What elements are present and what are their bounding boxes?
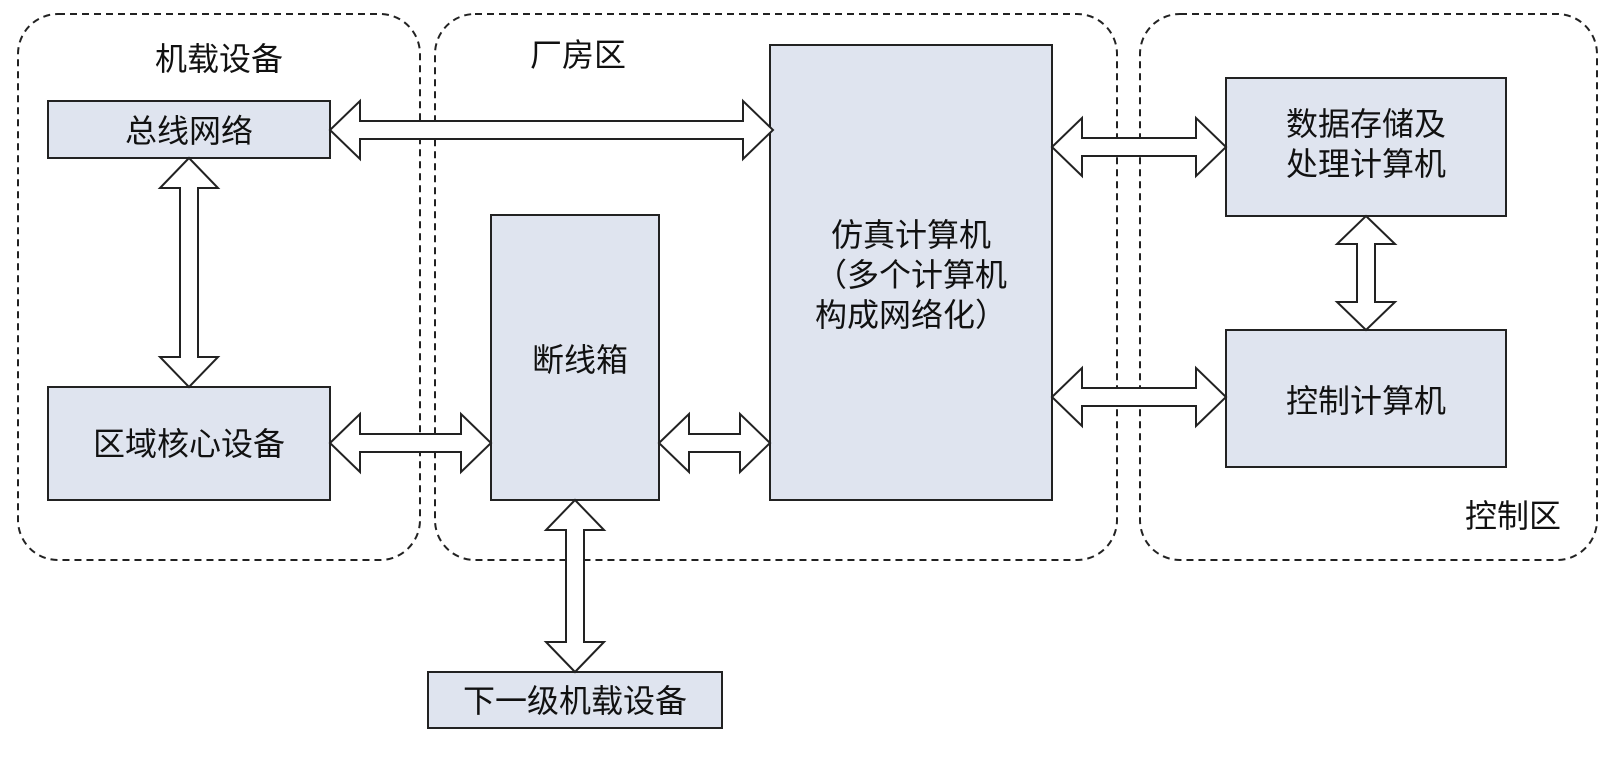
sim-computer-box [769,44,1053,501]
zone-control [1139,13,1598,561]
bus-network-label: 总线网络 [125,112,253,150]
breakout-box [490,214,660,501]
zone-control-label: 控制区 [1465,497,1561,535]
arrow-breakout-to-sim [657,411,772,475]
zone-core-label: 区域核心设备 [93,425,285,463]
zone-airborne [17,13,421,561]
sim-computer-label-1: 仿真计算机 [831,216,991,254]
arrow-sim-to-control [1050,365,1228,429]
zone-airborne-label: 机载设备 [155,40,283,78]
zone-plant [434,13,1118,561]
arrow-storage-to-control [1334,214,1398,332]
arrow-bus-to-zonecore [157,156,221,389]
arrow-sim-to-storage [1050,115,1228,179]
arrow-breakout-to-next [543,498,607,674]
arrow-bus-to-sim [328,98,775,162]
sim-computer-label-2: （多个计算机 [815,256,1007,294]
data-storage-label-1: 数据存储及 [1286,105,1446,143]
zone-plant-label: 厂房区 [530,36,626,74]
control-computer-label: 控制计算机 [1286,382,1446,420]
zone-core-box [47,386,331,501]
sim-computer-label-3: 构成网络化） [815,296,1007,334]
data-storage-label-2: 处理计算机 [1286,145,1446,183]
arrow-zonecore-to-breakout [328,411,493,475]
next-airborne-box [427,671,723,729]
data-storage-box [1225,77,1507,217]
next-airborne-label: 下一级机载设备 [463,682,687,720]
breakout-box-label: 断线箱 [532,341,628,379]
control-computer-box [1225,329,1507,468]
